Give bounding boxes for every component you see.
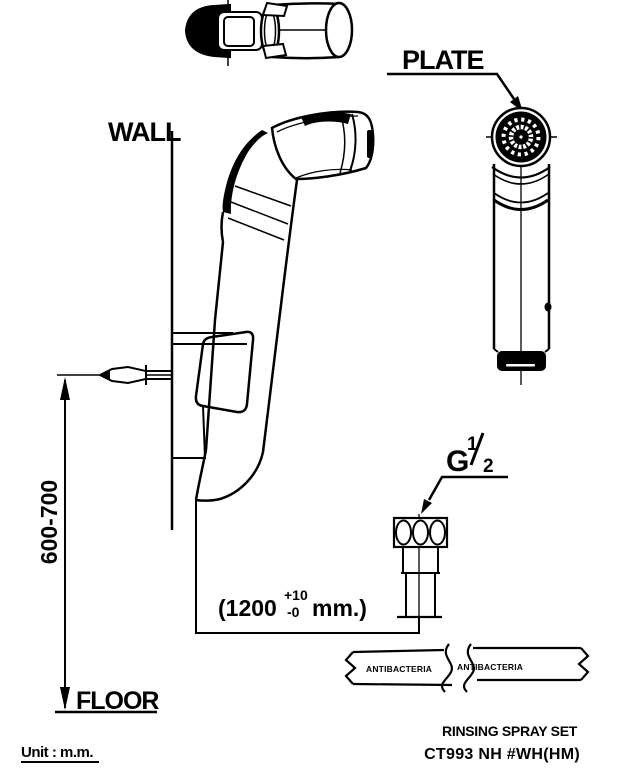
inlet-fitting	[392, 514, 449, 619]
side-view-handle-left	[204, 241, 225, 451]
product-name: RINSING SPRAY SET	[442, 723, 578, 739]
top-view	[184, 0, 354, 66]
side-view-head-wedge	[301, 112, 351, 126]
hose-right-break	[577, 647, 590, 681]
hose-section: ANTIBACTERIA ANTIBACTERIA	[344, 643, 590, 693]
hose-left-top	[352, 648, 445, 654]
hose-length-suffix: mm.)	[312, 595, 367, 621]
top-view-cylinder-end	[324, 1, 354, 59]
plate-callout: PLATE	[387, 45, 523, 112]
top-view-tab-bottom	[261, 42, 288, 60]
spray-plate-inner-ticks	[508, 124, 534, 150]
bracket-cup	[194, 330, 255, 414]
hook-tip	[100, 371, 110, 379]
hose-run: (1200 +10 -0 mm.)	[195, 500, 420, 634]
front-view-band-arc-1	[493, 192, 549, 204]
wall-reference: WALL	[108, 117, 182, 530]
spray-plate-center-dot	[519, 135, 523, 139]
front-view-collar-arc-1	[491, 166, 551, 179]
height-range-label: 600-700	[36, 480, 62, 564]
spray-plate-nozzle-ring	[501, 117, 541, 157]
unit-note-label: Unit : m.m.	[21, 744, 93, 761]
thread-denominator: 2	[483, 456, 494, 477]
fitting-nut-facet-1	[395, 519, 412, 546]
side-view-handle-taper	[194, 449, 265, 502]
front-view-thread	[497, 351, 546, 371]
top-view-tab-top	[261, 1, 289, 18]
fitting-shaft-upper	[401, 547, 440, 574]
plate-label: PLATE	[402, 45, 484, 75]
hose-run-path	[195, 500, 420, 634]
title-block: RINSING SPRAY SET CT993 NH #WH(HM)	[424, 723, 580, 763]
height-arrow-down	[60, 687, 70, 710]
unit-note: Unit : m.m.	[21, 744, 99, 763]
side-view-seam-2	[230, 201, 289, 225]
floor-label: FLOOR	[76, 687, 159, 715]
side-view-head	[270, 110, 375, 181]
hose-left-bottom	[352, 682, 453, 687]
top-view-insert-inner	[223, 16, 255, 47]
side-view-neck-left	[220, 211, 225, 243]
wall-label: WALL	[108, 117, 181, 147]
side-view-seam-1	[234, 185, 292, 207]
fitting-nut-facet-2	[412, 519, 429, 546]
side-view-face-tick	[367, 130, 372, 158]
side-view-seam-3	[227, 217, 285, 241]
hose-tolerance-minus: -0	[287, 604, 300, 620]
side-view-trigger	[222, 130, 268, 214]
front-view-thread-highlight	[506, 364, 535, 367]
front-view-step-left	[493, 348, 499, 353]
side-view-handle-right	[261, 179, 299, 453]
thread-callout: G 1 2	[421, 432, 508, 514]
fitting-shaft-lower	[405, 573, 436, 617]
thread-fraction-slash	[469, 432, 485, 466]
wall-hook	[97, 365, 172, 385]
hose-marking-left: ANTIBACTERIA	[366, 664, 432, 674]
plate-leader-line	[387, 72, 516, 100]
thread-arrowhead	[421, 499, 432, 514]
front-view-button	[544, 302, 552, 312]
floor-reference: FLOOR	[55, 687, 160, 715]
height-dimension: 600-700	[36, 374, 99, 710]
thread-letter: G	[446, 445, 469, 478]
hose-s-curve-2	[462, 643, 476, 693]
front-view-collar-arc-2	[492, 173, 550, 185]
side-view	[194, 110, 375, 502]
front-view-band-arc-2	[493, 198, 549, 211]
hose-s-curve-1	[440, 643, 454, 693]
bracket-arm-vertical	[202, 405, 206, 459]
front-view-step-right	[544, 348, 550, 353]
side-view-head-inner-bottom	[295, 168, 353, 179]
wall-bracket	[172, 330, 255, 459]
hose-length-prefix: (1200	[218, 595, 277, 621]
front-view	[486, 106, 557, 385]
fitting-nut-facet-3	[429, 519, 446, 546]
hose-left-break	[344, 651, 357, 685]
height-arrow-up	[60, 377, 70, 400]
fitting-nut	[392, 516, 449, 549]
hose-tolerance-plus: +10	[284, 587, 308, 603]
thread-numerator: 1	[467, 434, 478, 455]
hose-marking-right: ANTIBACTERIA	[457, 662, 523, 672]
side-view-head-joint-1	[349, 113, 357, 172]
thread-leader-line	[427, 475, 508, 501]
model-code: CT993 NH #WH(HM)	[424, 746, 580, 763]
